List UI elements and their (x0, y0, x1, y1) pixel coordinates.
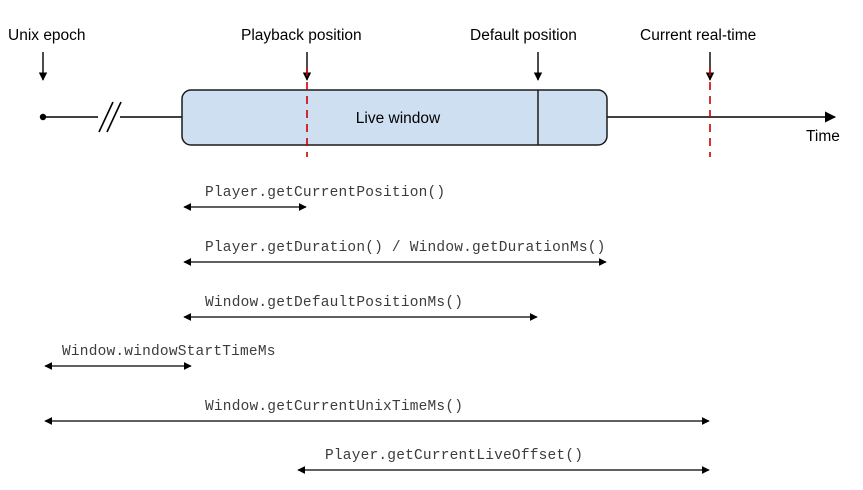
marker-default-position: Default position (470, 27, 577, 81)
measurement-label-get-current-position: Player.getCurrentPosition() (205, 185, 445, 201)
measurement-label-get-current-live-offset: Player.getCurrentLiveOffset() (325, 448, 583, 464)
live-window-rect (181, 89, 608, 146)
marker-unix-epoch: Unix epoch (8, 27, 86, 81)
marker-label-default-position: Default position (470, 27, 577, 44)
marker-label-unix-epoch: Unix epoch (8, 27, 86, 44)
marker-callouts: Unix epoch Playback position Default pos… (8, 27, 756, 81)
measurement-get-current-live-offset: Player.getCurrentLiveOffset() (297, 448, 710, 474)
live-window-label: Live window (356, 110, 441, 127)
measurement-get-default-position-ms: Window.getDefaultPositionMs() (183, 295, 538, 321)
measurement-get-duration: Player.getDuration() / Window.getDuratio… (183, 240, 607, 266)
marker-label-current-real-time: Current real-time (640, 27, 756, 44)
axis-label-time: Time (806, 128, 840, 145)
measurement-label-get-default-position-ms: Window.getDefaultPositionMs() (205, 295, 463, 311)
marker-current-real-time: Current real-time (640, 27, 756, 81)
axis-break-icon (98, 101, 122, 133)
time-axis: Time (39, 101, 840, 145)
live-window-box: Live window (181, 89, 608, 146)
measurement-label-get-duration: Player.getDuration() / Window.getDuratio… (205, 240, 606, 256)
measurement-get-current-unix-time-ms: Window.getCurrentUnixTimeMs() (44, 399, 710, 425)
marker-label-playback-position: Playback position (241, 27, 362, 44)
measurement-label-window-start-time-ms: Window.windowStartTimeMs (62, 344, 276, 360)
guide-lines (306, 68, 711, 157)
measurement-window-start-time-ms: Window.windowStartTimeMs (44, 344, 276, 370)
measurement-label-get-current-unix-time-ms: Window.getCurrentUnixTimeMs() (205, 399, 463, 415)
measurement-get-current-position: Player.getCurrentPosition() (183, 185, 445, 211)
marker-playback-position: Playback position (241, 27, 362, 81)
